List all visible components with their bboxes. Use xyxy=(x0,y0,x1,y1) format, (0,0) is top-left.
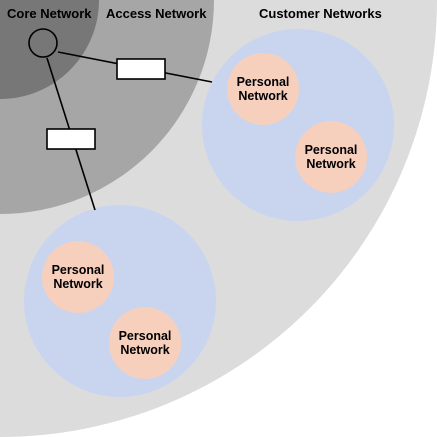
core-network-label: Core Network xyxy=(7,6,92,21)
personal-network-2 xyxy=(295,121,367,193)
personal-network-4 xyxy=(109,307,181,379)
personal-network-3 xyxy=(42,241,114,313)
core-node xyxy=(28,28,58,58)
access-link-device-bottom xyxy=(46,128,96,150)
access-link-device-right xyxy=(116,58,166,80)
personal-network-1 xyxy=(227,53,299,125)
customer-network-right xyxy=(202,29,394,221)
access-network-label: Access Network xyxy=(106,6,207,21)
customer-networks-label: Customer Networks xyxy=(259,6,382,21)
